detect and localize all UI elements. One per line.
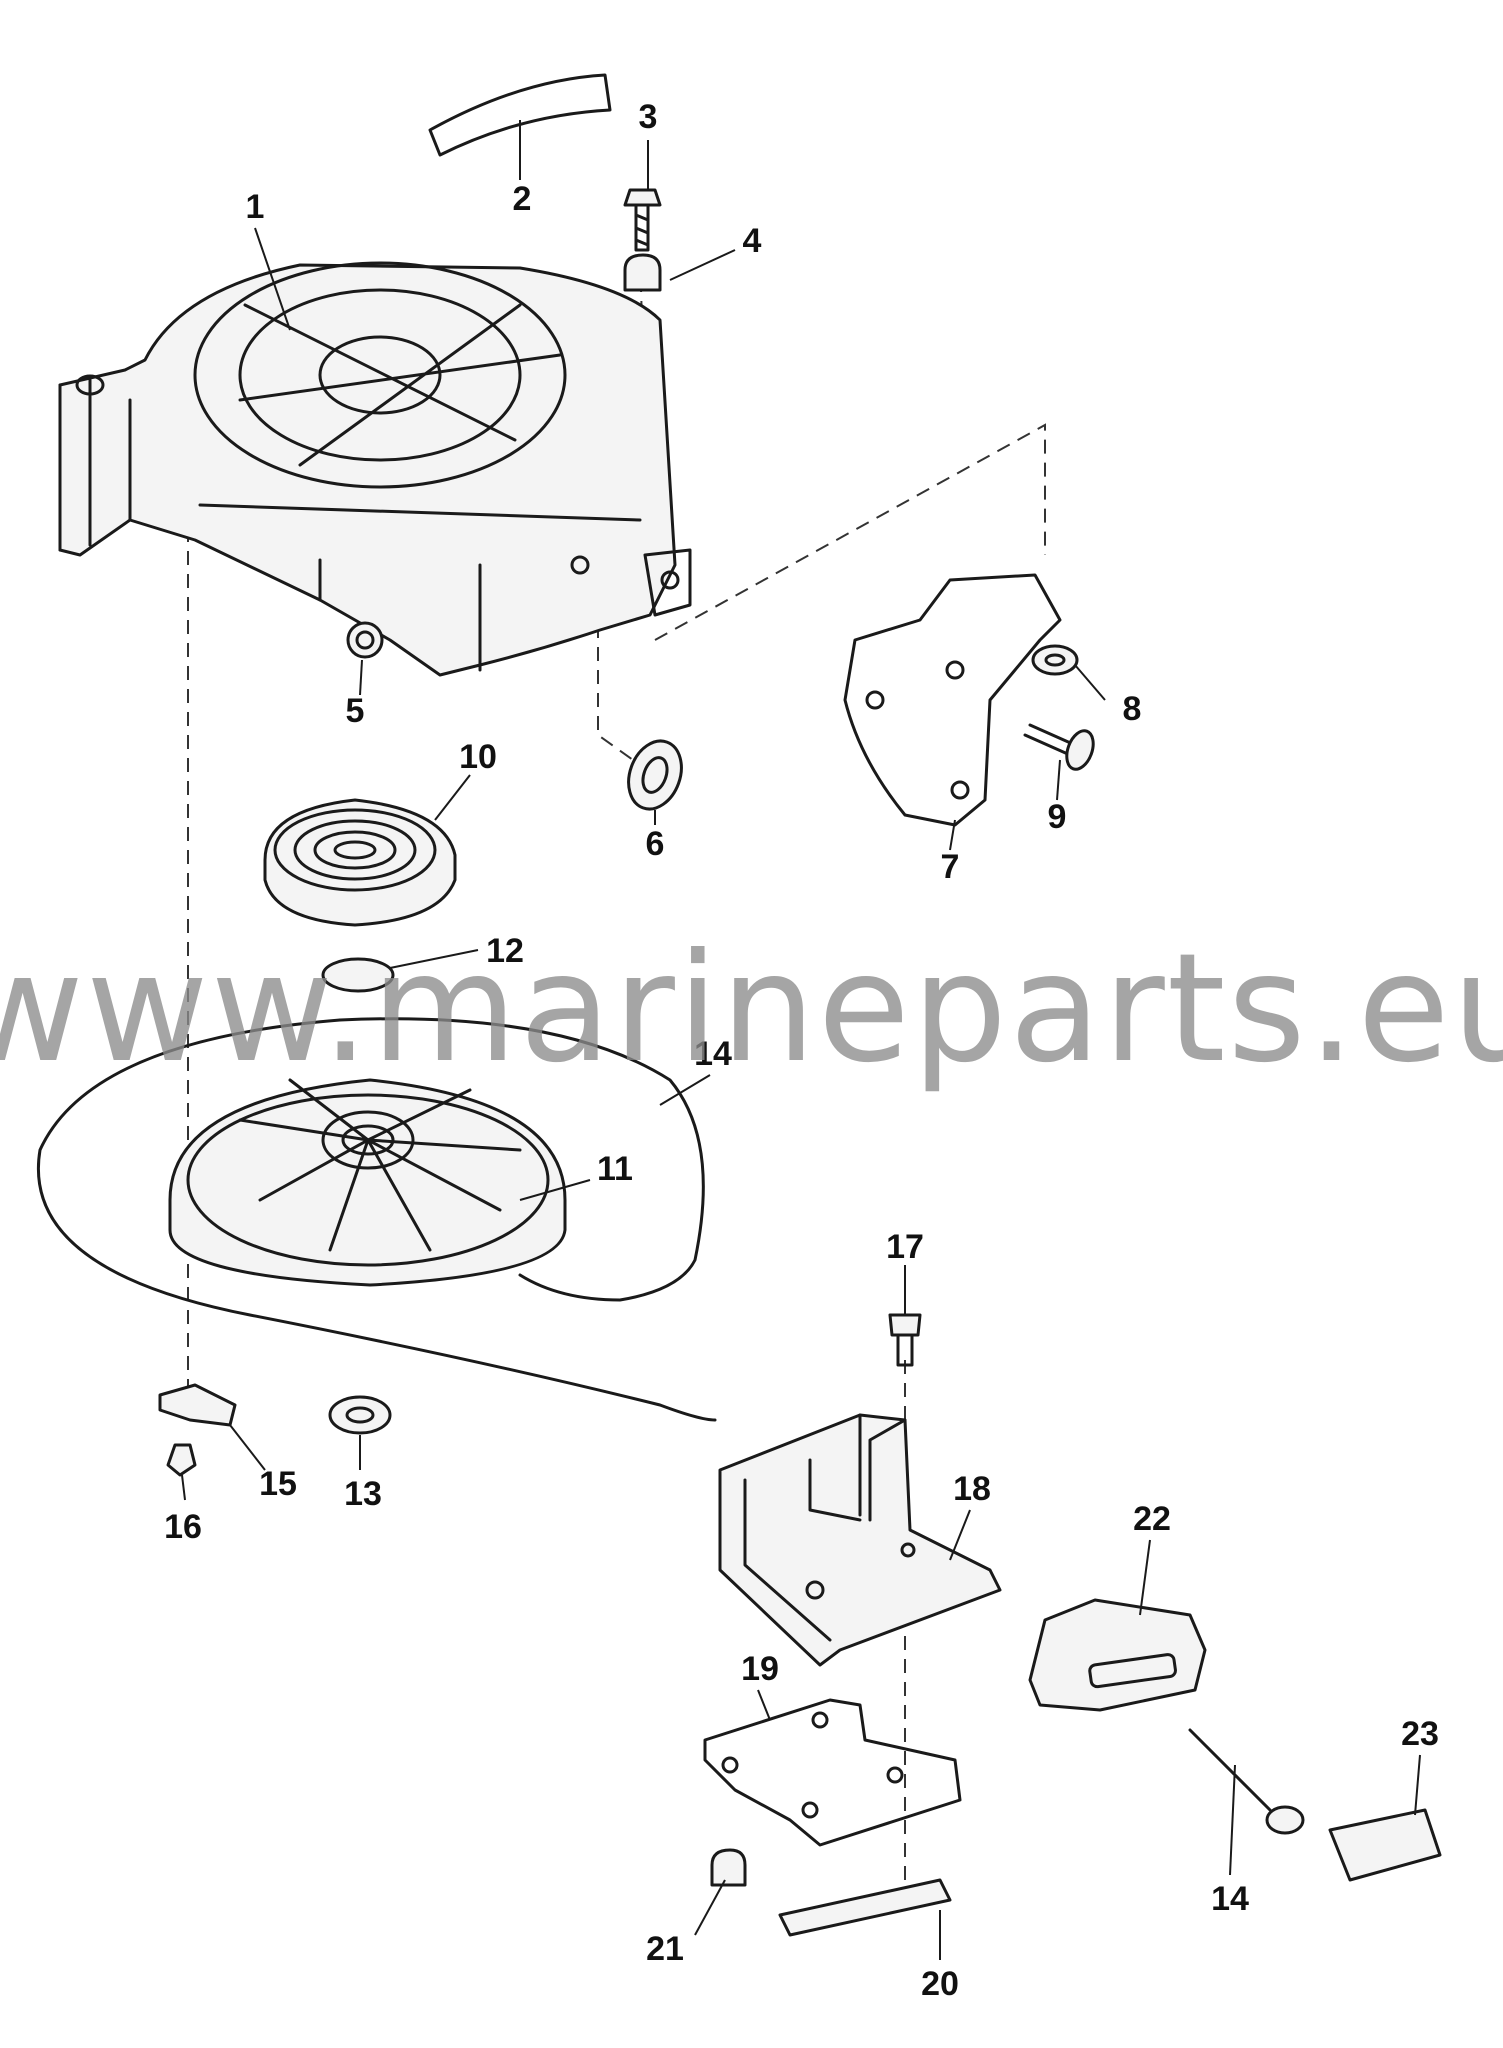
callout-22: 22 [1133, 1500, 1171, 1538]
callout-14-handle: 14 [1211, 1880, 1249, 1918]
callout-5: 5 [346, 692, 365, 730]
callout-3: 3 [639, 98, 658, 136]
pawl-part-15 [158, 1383, 237, 1427]
callout-17: 17 [886, 1228, 924, 1266]
callout-7: 7 [941, 848, 960, 886]
handle-insert-part-23 [1328, 1808, 1442, 1882]
callout-14: 14 [694, 1035, 732, 1073]
callout-15: 15 [259, 1465, 297, 1503]
screw-part-3 [623, 188, 662, 252]
rope-guide-part-18 [718, 1413, 1002, 1667]
callout-12: 12 [486, 932, 524, 970]
nut-part-4 [623, 253, 662, 292]
watermark-text: www.marineparts.eu [0, 922, 1503, 1096]
bushing-part-12 [321, 957, 395, 993]
plate-part-19 [703, 1698, 962, 1847]
rewind-spring-part-10 [263, 798, 457, 927]
callout-8: 8 [1123, 690, 1142, 728]
callout-leaders [181, 120, 1421, 1960]
callout-19: 19 [741, 1650, 779, 1688]
callout-2: 2 [513, 180, 532, 218]
bolt-part-9 [1023, 723, 1095, 771]
callout-13: 13 [344, 1475, 382, 1513]
callout-4: 4 [743, 222, 762, 260]
callout-1: 1 [246, 188, 265, 226]
clip-part-6 [627, 739, 683, 811]
callout-10: 10 [459, 738, 497, 776]
screw-part-21 [710, 1848, 747, 1887]
washer-part-13 [328, 1395, 392, 1435]
callout-23: 23 [1401, 1715, 1439, 1753]
rope-end-part-14b [1188, 1728, 1305, 1835]
bracket-part-7 [843, 573, 1062, 827]
grommet-part-5 [346, 621, 384, 659]
callout-9: 9 [1048, 798, 1067, 836]
callout-16: 16 [164, 1508, 202, 1546]
callout-20: 20 [921, 1965, 959, 2003]
strip-part-20 [778, 1878, 952, 1937]
decal-strip [428, 73, 612, 157]
pulley-part-11 [168, 1078, 567, 1287]
callout-21: 21 [646, 1930, 684, 1968]
screw-part-16 [166, 1443, 197, 1477]
screw-part-17 [888, 1313, 922, 1367]
starter-housing [58, 261, 692, 677]
starter-rope [37, 1017, 717, 1422]
washer-part-8 [1031, 644, 1079, 676]
callout-6: 6 [646, 825, 665, 863]
callout-18: 18 [953, 1470, 991, 1508]
callout-labels: 1 2 3 4 5 6 7 8 9 10 11 12 13 14 15 16 1… [164, 98, 1439, 2003]
callout-11: 11 [597, 1150, 633, 1188]
handle-part-22 [1028, 1598, 1207, 1712]
